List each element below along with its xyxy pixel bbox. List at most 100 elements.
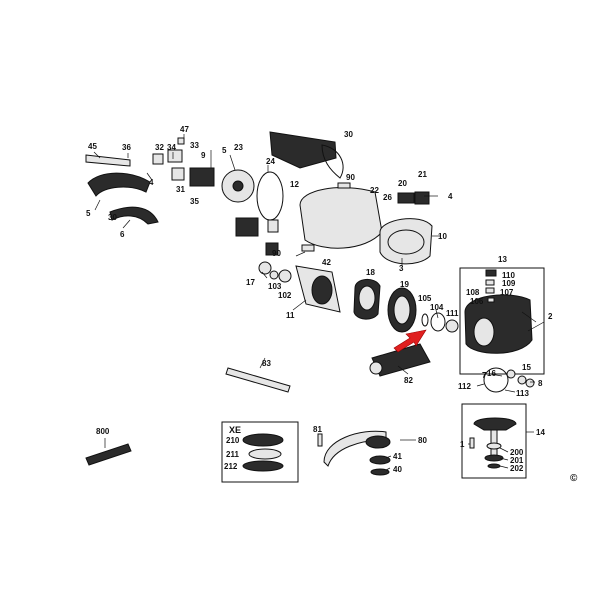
brush-a	[265, 242, 279, 256]
label-108: 108	[466, 288, 480, 297]
wrench-83	[225, 367, 291, 393]
switch-part	[167, 149, 183, 163]
label-3: 3	[399, 264, 404, 273]
label-18: 18	[366, 268, 375, 277]
label-202: 202	[510, 464, 524, 473]
label-102: 102	[278, 291, 292, 300]
label-20: 20	[398, 179, 407, 188]
label-104: 104	[430, 303, 444, 312]
guard-collar	[365, 435, 391, 449]
label-34: 34	[167, 143, 176, 152]
nut-202	[487, 463, 501, 469]
gear-head-group	[459, 267, 545, 375]
gear-housing-opening	[387, 229, 425, 255]
label-22: 22	[370, 186, 379, 195]
label-107: 107	[500, 288, 514, 297]
washer-201	[484, 454, 504, 462]
label-105: 105	[418, 294, 432, 303]
screw-2	[527, 321, 545, 332]
pin-108	[485, 287, 495, 294]
label-211: 211	[226, 450, 239, 459]
disc-111	[445, 319, 459, 333]
kit-title: XE	[229, 425, 241, 435]
brush-small	[267, 219, 279, 233]
brush-holder	[235, 217, 259, 237]
flange-ring-112	[483, 367, 509, 393]
bearing-200	[486, 442, 502, 450]
label-83: 83	[262, 359, 271, 368]
bearing-small	[258, 261, 272, 275]
flange-210	[242, 433, 284, 447]
label-45: 45	[88, 142, 97, 151]
label-6: 6	[120, 230, 125, 239]
pin-106	[487, 297, 495, 303]
label-36: 36	[122, 143, 131, 152]
motor-housing-group	[235, 131, 433, 265]
label-2: 2	[548, 312, 553, 321]
bearing-102	[278, 269, 292, 283]
gear-head-frame	[459, 267, 545, 375]
leader-lines	[93, 134, 537, 471]
label-40: 40	[393, 465, 402, 474]
label-19: 19	[400, 280, 409, 289]
label-32: 32	[155, 143, 164, 152]
label-21: 21	[418, 170, 427, 179]
seal-ring	[421, 313, 429, 327]
kit-box	[221, 421, 299, 483]
label-8: 8	[538, 379, 543, 388]
rear-handle-group	[85, 137, 284, 225]
label-14: 14	[536, 428, 545, 437]
label-24: 24	[266, 157, 275, 166]
label-103: 103	[268, 282, 282, 291]
motor-housing	[299, 187, 383, 249]
top-cover	[269, 131, 337, 169]
bottom-parts	[85, 403, 527, 483]
baffle-ring	[256, 171, 284, 221]
screw-81	[317, 433, 323, 447]
label-5a: 5	[222, 146, 227, 155]
copyright-mark: ©	[570, 473, 578, 484]
pin-part	[337, 182, 351, 189]
cover-shield	[321, 144, 344, 179]
label-35: 35	[190, 197, 199, 206]
switch-top-b	[414, 191, 430, 205]
label-90b: 90	[272, 249, 281, 258]
label-109: 109	[502, 279, 516, 288]
cable-sleeve	[85, 154, 131, 167]
label-4b: 4	[448, 192, 453, 201]
label-33: 33	[190, 141, 199, 150]
washer-103	[269, 270, 279, 280]
label-212: 212	[224, 462, 238, 471]
label-110: 110	[502, 271, 515, 280]
gear-housing	[379, 218, 433, 265]
switch-small	[171, 167, 185, 181]
spring-109	[485, 279, 495, 286]
nut-16	[506, 369, 516, 379]
label-106: 106	[470, 297, 484, 306]
label-80: 80	[418, 436, 427, 445]
switch-body	[189, 167, 215, 187]
label-800: 800	[96, 427, 110, 436]
label-9: 9	[201, 151, 206, 160]
spindle-gear	[473, 417, 517, 431]
label-81: 81	[313, 425, 322, 434]
label-7: 7	[482, 371, 487, 380]
side-handle-group	[225, 343, 431, 393]
label-30a: 30	[344, 130, 353, 139]
handle-cover	[109, 206, 159, 225]
screw-1	[469, 437, 475, 449]
disc-212	[242, 460, 284, 472]
label-11: 11	[286, 311, 295, 320]
bearing-ring-19-bore	[393, 295, 411, 325]
handle-rear	[87, 172, 151, 197]
label-16: 16	[487, 369, 496, 378]
label-30b: 30	[108, 213, 117, 222]
label-5b: 5	[86, 209, 91, 218]
label-26: 26	[383, 193, 392, 202]
label-15: 15	[522, 363, 531, 372]
armature-fan-hub	[232, 180, 244, 192]
label-112: 112	[458, 382, 471, 391]
label-4a: 4	[149, 178, 154, 187]
washer-ring	[430, 312, 446, 332]
